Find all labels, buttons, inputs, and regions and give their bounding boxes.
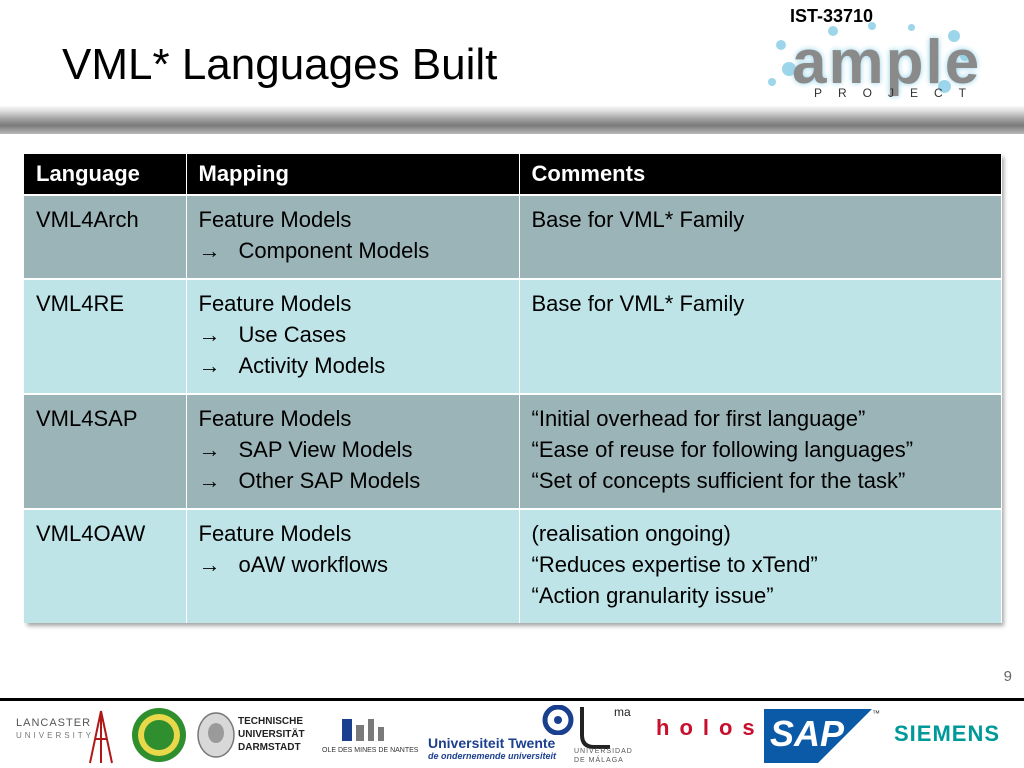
arrow-right-icon: →	[198, 437, 221, 462]
mapping-cell: Feature Models →Component Models	[186, 195, 520, 279]
twente-emblem-icon	[542, 705, 574, 735]
arrow-right-icon: →	[198, 353, 221, 378]
partner-logos: LANCASTER UNIVERSITY TECHNISCHE UNIVERSI…	[0, 703, 1024, 768]
sap-logo-shape	[764, 709, 872, 763]
languages-table: Language Mapping Comments VML4Arch Featu…	[24, 154, 1002, 623]
arrow-right-icon: →	[198, 552, 221, 577]
language-cell: VML4RE	[24, 279, 187, 394]
page-number: 9	[1003, 668, 1012, 685]
project-id: IST-33710	[790, 6, 874, 26]
darmstadt-logo-text: TECHNISCHE UNIVERSITÄT DARMSTADT	[238, 716, 305, 753]
language-cell: VML4Arch	[24, 195, 187, 279]
holos-logo: holos	[656, 715, 765, 740]
column-header-language: Language	[24, 154, 187, 195]
language-cell: VML4OAW	[24, 509, 187, 623]
comments-cell: Base for VML* Family	[519, 279, 1002, 394]
footer-divider	[0, 698, 1024, 701]
sap-logo-text: SAP	[770, 713, 845, 754]
table-header-row: Language Mapping Comments	[24, 154, 1002, 195]
darmstadt-seal-icon	[197, 712, 235, 758]
malaga-mark-icon	[580, 707, 610, 749]
lancaster-crest-icon	[89, 710, 113, 764]
malaga-ma: ma	[614, 705, 631, 719]
logo-wordmark: ample	[792, 28, 982, 97]
slide-title: VML* Languages Built	[62, 40, 498, 89]
mines-nantes-text: OLE DES MINES DE NANTES	[322, 747, 419, 754]
comments-cell: Base for VML* Family	[519, 195, 1002, 279]
mapping-cell: Feature Models →Use Cases →Activity Mode…	[186, 279, 520, 394]
arrow-right-icon: →	[198, 238, 221, 263]
table-row: VML4OAW Feature Models →oAW workflows (r…	[24, 509, 1002, 623]
lancaster-logo: LANCASTER UNIVERSITY	[16, 717, 95, 740]
arrow-right-icon: →	[198, 468, 221, 493]
comments-cell: “Initial overhead for first language” “E…	[519, 394, 1002, 509]
mapping-cell: Feature Models →oAW workflows	[186, 509, 520, 623]
logo-subtitle: PROJECT	[814, 86, 983, 100]
sap-trademark: ™	[872, 709, 880, 718]
ample-project-logo: ample PROJECT	[768, 22, 982, 112]
table-row: VML4RE Feature Models →Use Cases →Activi…	[24, 279, 1002, 394]
siemens-logo: SIEMENS	[894, 721, 1001, 746]
twente-logo: Universiteit Twente de ondernemende univ…	[428, 735, 557, 761]
table-row: VML4SAP Feature Models →SAP View Models …	[24, 394, 1002, 509]
title-underline-bar	[0, 106, 1024, 134]
column-header-mapping: Mapping	[186, 154, 520, 195]
mines-nantes-mark-icon	[342, 719, 384, 741]
malaga-text: UNIVERSIDAD DE MÁLAGA	[574, 748, 633, 764]
comments-cell: (realisation ongoing) “Reduces expertise…	[519, 509, 1002, 623]
language-cell: VML4SAP	[24, 394, 187, 509]
table-row: VML4Arch Feature Models →Component Model…	[24, 195, 1002, 279]
arrow-right-icon: →	[198, 322, 221, 347]
green-university-seal-icon	[132, 708, 186, 762]
column-header-comments: Comments	[519, 154, 1002, 195]
mapping-cell: Feature Models →SAP View Models →Other S…	[186, 394, 520, 509]
